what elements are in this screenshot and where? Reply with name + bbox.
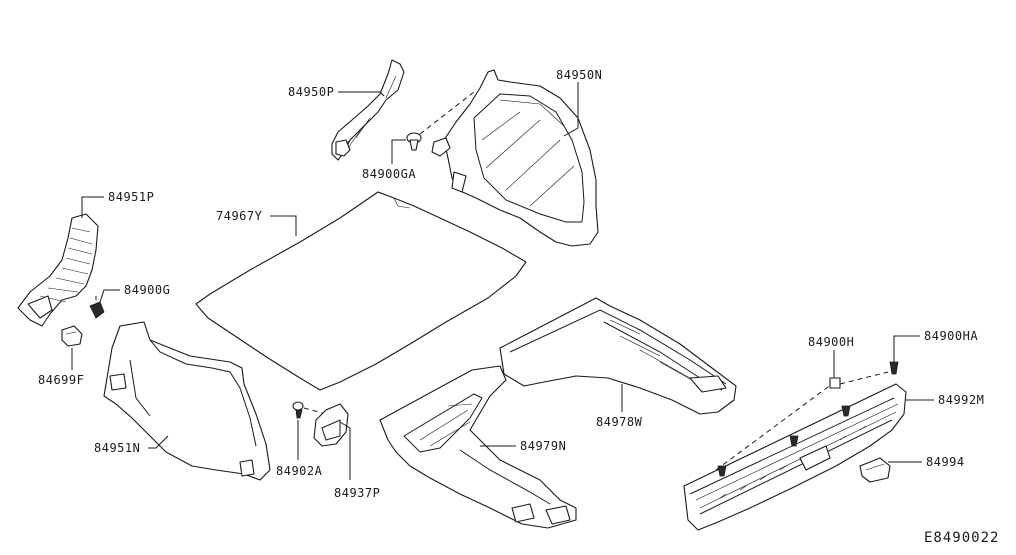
- part-84902A-drawing: [292, 401, 327, 419]
- label-84992M: 84992M: [938, 393, 984, 407]
- label-84900GA: 84900GA: [362, 167, 416, 181]
- part-74967Y-drawing: [195, 191, 527, 391]
- label-84900HA: 84900HA: [924, 329, 978, 343]
- label-84902A: 84902A: [276, 464, 323, 478]
- label-84951P: 84951P: [108, 190, 154, 204]
- label-84951N: 84951N: [94, 441, 140, 455]
- part-84950P-drawing: [331, 59, 405, 161]
- part-84994-drawing: [859, 457, 891, 483]
- label-74967Y: 74967Y: [216, 209, 263, 223]
- part-84900G-drawing: [89, 296, 105, 319]
- label-84950P: 84950P: [288, 85, 334, 99]
- diagram-code: E8490022: [924, 530, 999, 546]
- label-84900H: 84900H: [808, 335, 854, 349]
- part-84937P-drawing: [313, 403, 349, 447]
- label-84937P: 84937P: [334, 486, 380, 500]
- part-84951N-drawing: [103, 321, 271, 481]
- part-84900H-drawing: [829, 377, 841, 389]
- label-84950N: 84950N: [556, 68, 602, 82]
- part-labels: 84950P 84950N 84900GA 84951P 74967Y 8490…: [38, 68, 999, 546]
- leader-lines: [71, 82, 934, 480]
- part-84951P-drawing: [17, 213, 99, 327]
- label-84699F: 84699F: [38, 373, 84, 387]
- part-84979N-drawing: [379, 365, 577, 529]
- label-84900G: 84900G: [124, 283, 170, 297]
- part-84992M-drawing: [683, 383, 907, 531]
- part-84978W-drawing: [499, 297, 737, 415]
- label-84994: 84994: [926, 455, 965, 469]
- part-84900HA-drawing: [889, 361, 899, 375]
- label-84978W: 84978W: [596, 415, 643, 429]
- part-84950N-drawing: [431, 69, 599, 247]
- part-84699F-drawing: [61, 325, 83, 347]
- label-84979N: 84979N: [520, 439, 566, 453]
- finisher-clips-drawing: [715, 371, 889, 477]
- part-84900GA-drawing: [406, 91, 475, 151]
